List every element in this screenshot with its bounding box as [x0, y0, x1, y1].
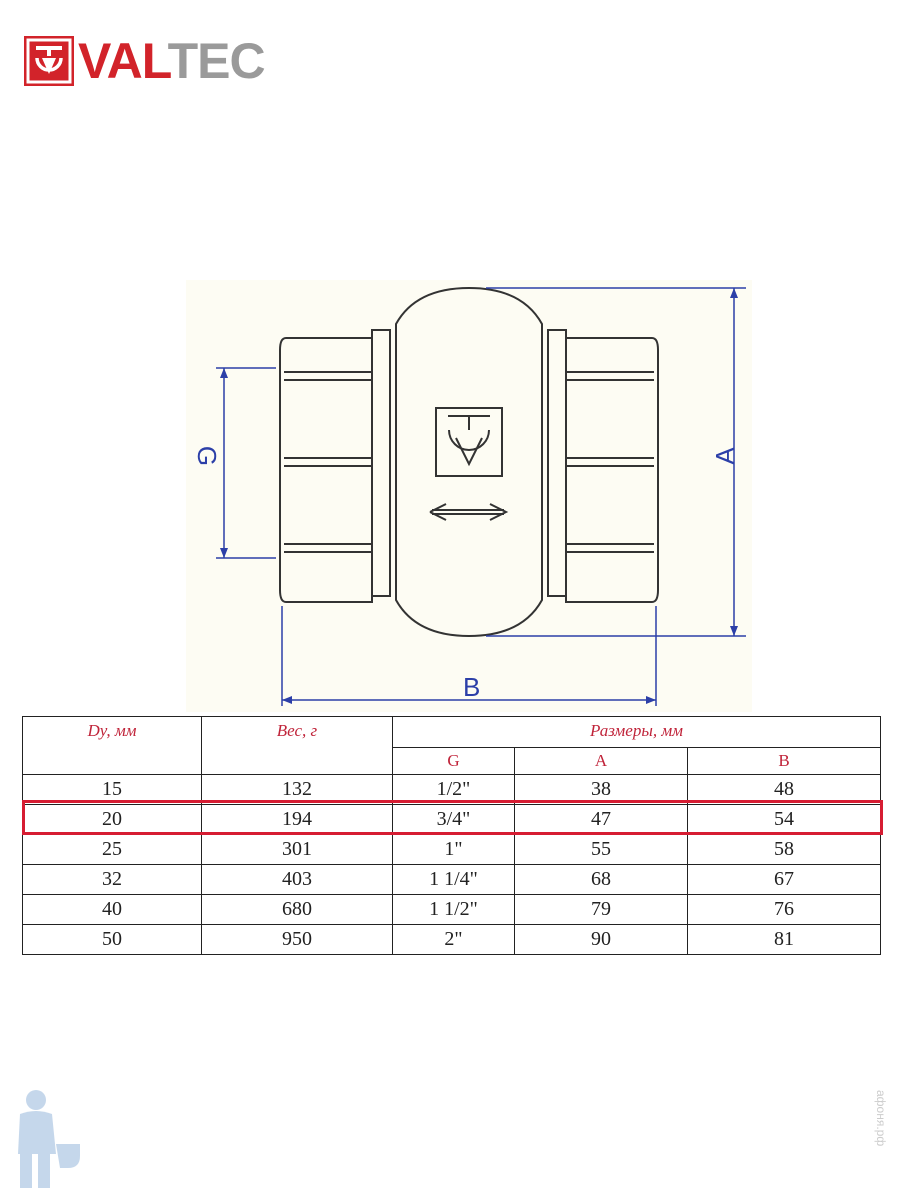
- cell-g: 1": [392, 834, 515, 865]
- brand-name-gray: TEC: [167, 33, 266, 89]
- cell-dy: 32: [22, 864, 202, 895]
- cell-weight: 194: [201, 804, 393, 835]
- table-row: 50 950 2" 90 81: [22, 924, 882, 955]
- site-watermark: афоня.рф: [874, 1090, 888, 1147]
- subheader-a: A: [514, 747, 688, 775]
- cell-a: 55: [514, 834, 688, 865]
- valve-drawing: G A B: [186, 280, 752, 712]
- cell-a: 38: [514, 774, 688, 805]
- header-dimensions: Размеры, мм: [391, 716, 882, 748]
- plumber-mascot-icon: [18, 1090, 80, 1188]
- table-row-highlighted: 20 194 3/4" 47 54: [22, 804, 882, 835]
- valtec-logo: VALTEC: [24, 33, 266, 89]
- table-row: 40 680 1 1/2" 79 76: [22, 894, 882, 925]
- dimension-b-label: B: [463, 672, 481, 702]
- table-subheader-row: G A B: [23, 747, 882, 775]
- cell-g: 1 1/2": [392, 894, 515, 925]
- valtec-mark-icon: [24, 36, 74, 86]
- cell-g: 1 1/4": [392, 864, 515, 895]
- cell-b: 76: [686, 894, 882, 925]
- cell-dy: 25: [22, 834, 202, 865]
- cell-weight: 403: [201, 864, 393, 895]
- subheader-g: G: [392, 747, 515, 775]
- cell-dy: 40: [22, 894, 202, 925]
- cell-dy: 15: [22, 774, 202, 805]
- table-row: 32 403 1 1/4" 68 67: [22, 864, 882, 895]
- spec-table: Dy, мм Вес, г Размеры, мм G A B 15 132 1…: [22, 716, 882, 955]
- header-weight: Вес, г: [201, 716, 393, 775]
- cell-b: 81: [686, 924, 882, 955]
- header-dy: Dy, мм: [22, 716, 202, 775]
- cell-weight: 680: [201, 894, 393, 925]
- cell-b: 48: [686, 774, 882, 805]
- dimension-g-label: G: [192, 445, 222, 467]
- cell-b: 67: [686, 864, 882, 895]
- table-header-row: Dy, мм Вес, г Размеры, мм: [22, 716, 882, 775]
- cell-weight: 301: [201, 834, 393, 865]
- brand-name-red: VAL: [78, 33, 169, 89]
- flow-arrow-icon: [429, 503, 509, 521]
- cell-a: 47: [514, 804, 688, 835]
- valve-drawing-svg: [216, 286, 746, 706]
- cell-a: 68: [514, 864, 688, 895]
- cell-a: 90: [514, 924, 688, 955]
- cell-dy: 20: [22, 804, 202, 835]
- cell-a: 79: [514, 894, 688, 925]
- cell-g: 1/2": [392, 774, 515, 805]
- cell-weight: 950: [201, 924, 393, 955]
- cell-g: 2": [392, 924, 515, 955]
- cell-b: 58: [686, 834, 882, 865]
- table-row: 15 132 1/2" 38 48: [22, 774, 882, 805]
- brand-name: VALTEC: [78, 33, 266, 89]
- subheader-b: B: [686, 747, 882, 775]
- dimension-a-label: A: [710, 447, 740, 465]
- cell-g: 3/4": [392, 804, 515, 835]
- cell-b: 54: [686, 804, 882, 835]
- table-row: 25 301 1" 55 58: [22, 834, 882, 865]
- cell-dy: 50: [22, 924, 202, 955]
- cell-weight: 132: [201, 774, 393, 805]
